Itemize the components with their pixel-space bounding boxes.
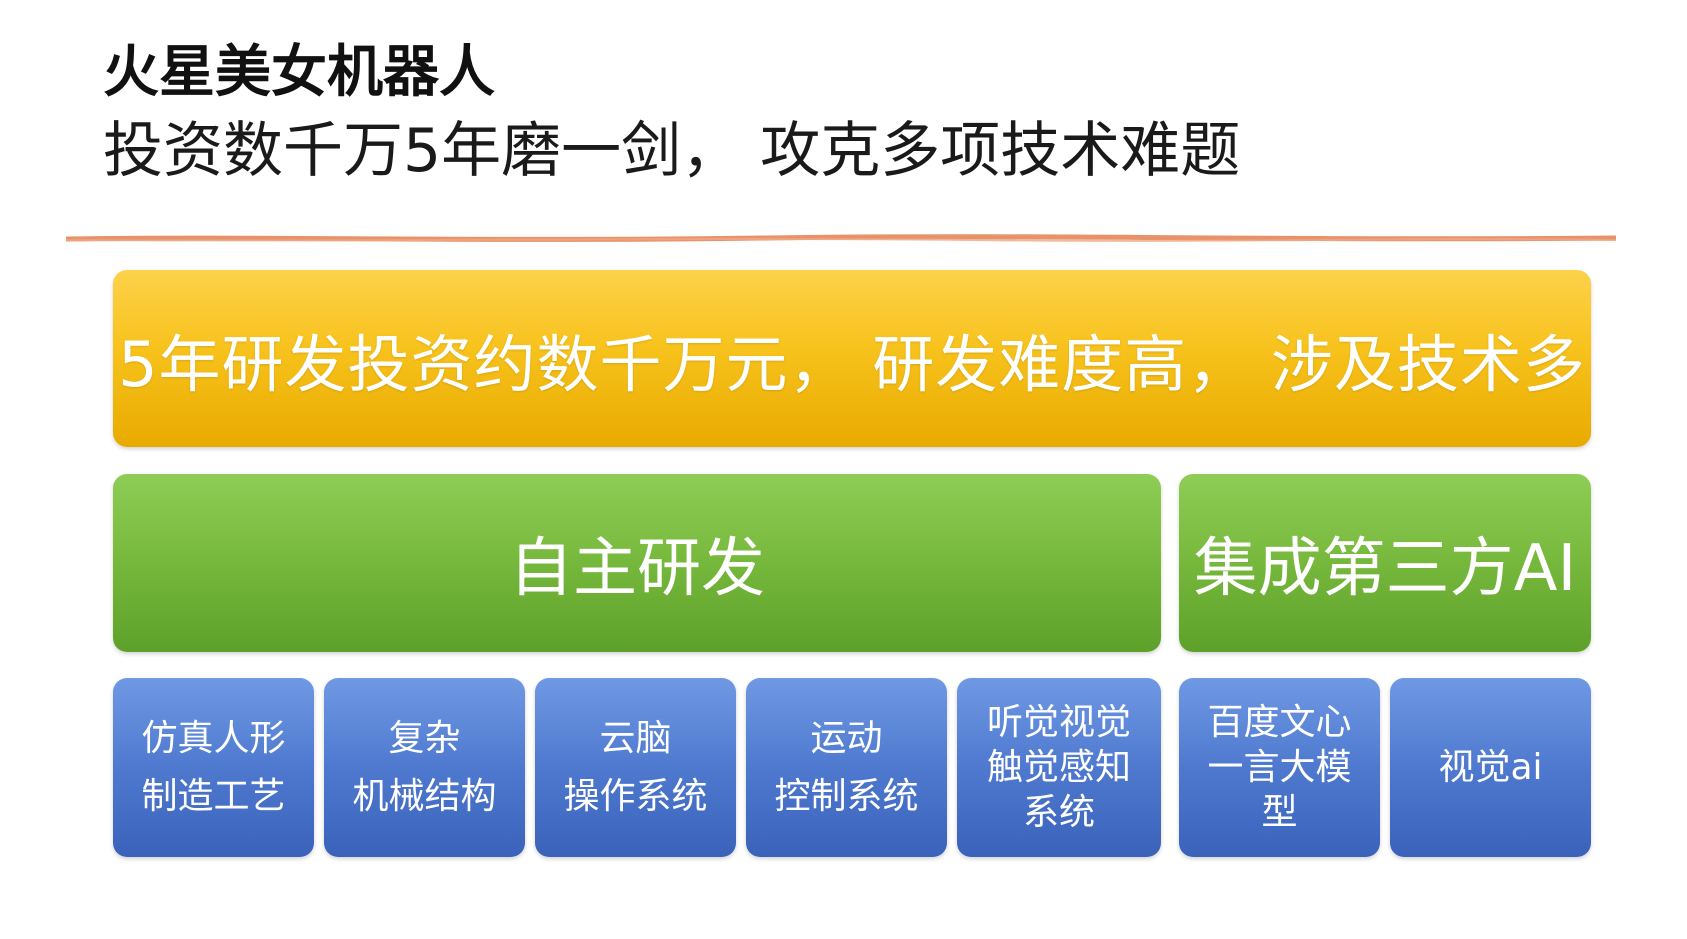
in-house-rnd-box: 自主研发 <box>113 474 1161 652</box>
module-line: 听觉视觉 <box>986 702 1131 743</box>
module-line: 触觉感知 <box>986 747 1131 788</box>
in-house-rnd-label: 自主研发 <box>509 532 765 606</box>
module-line: 系统 <box>1022 792 1095 833</box>
divider-line <box>66 234 1616 242</box>
module-line: 机械结构 <box>352 775 497 817</box>
slide-subtitle: 投资数千万5年磨一剑， 攻克多项技术难题 <box>103 116 1241 186</box>
module-box-mechanical-structure: 复杂 机械结构 <box>324 678 525 857</box>
module-box-motion-control: 运动 控制系统 <box>746 678 947 857</box>
module-line: 仿真人形 <box>141 717 286 759</box>
module-box-cloud-brain-os: 云脑 操作系统 <box>535 678 736 857</box>
module-line: 百度文心 <box>1207 702 1352 743</box>
module-box-ernie-llm: 百度文心 一言大模 型 <box>1179 678 1380 857</box>
module-line: 控制系统 <box>774 775 919 817</box>
module-line: 一言大模 <box>1207 747 1352 788</box>
investment-banner: 5年研发投资约数千万元， 研发难度高， 涉及技术多 <box>113 270 1591 447</box>
module-line: 复杂 <box>388 717 461 759</box>
module-line: 运动 <box>810 717 883 759</box>
module-line: 操作系统 <box>563 775 708 817</box>
module-line: 制造工艺 <box>141 775 286 817</box>
module-line: 视觉ai <box>1438 747 1543 788</box>
third-party-ai-label: 集成第三方AI <box>1193 532 1577 606</box>
slide-title: 火星美女机器人 <box>103 40 495 105</box>
module-line: 型 <box>1261 792 1298 833</box>
module-line: 云脑 <box>599 717 672 759</box>
module-box-perception-system: 听觉视觉 触觉感知 系统 <box>957 678 1161 857</box>
third-party-ai-box: 集成第三方AI <box>1179 474 1591 652</box>
investment-banner-text: 5年研发投资约数千万元， 研发难度高， 涉及技术多 <box>118 327 1586 401</box>
module-box-humanoid-manufacturing: 仿真人形 制造工艺 <box>113 678 314 857</box>
module-box-vision-ai: 视觉ai <box>1390 678 1591 857</box>
